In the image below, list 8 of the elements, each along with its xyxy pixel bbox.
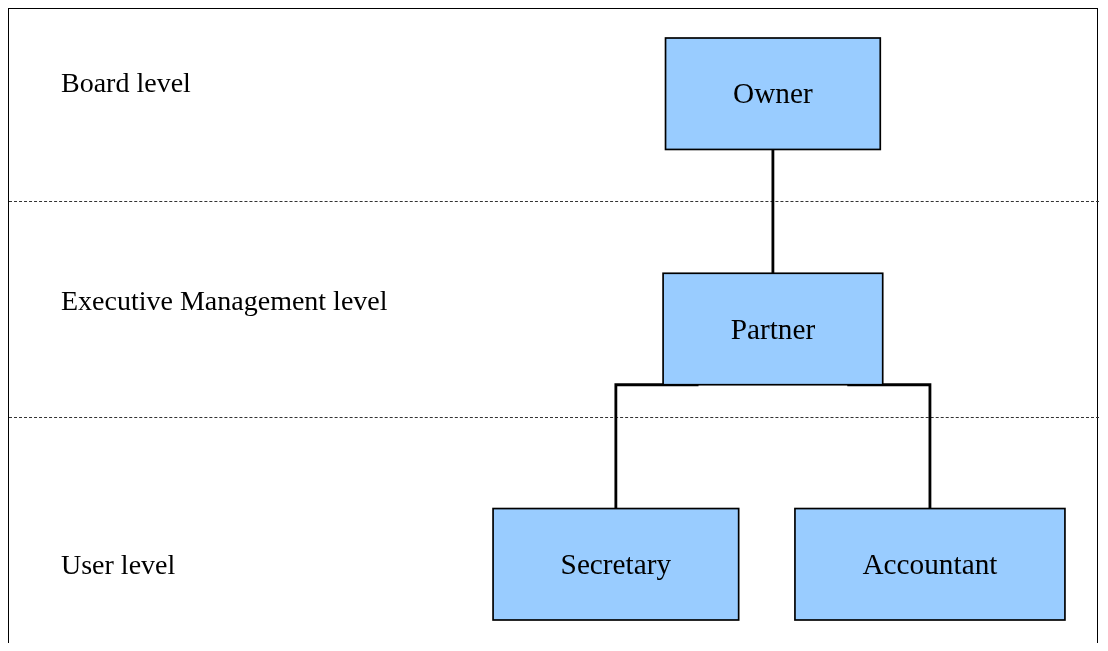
- node-box: Partner: [662, 272, 884, 386]
- connector: [771, 148, 775, 274]
- node-box: Accountant: [794, 507, 1066, 621]
- level-label: Executive Management level: [61, 285, 388, 317]
- level-label: Board level: [61, 67, 191, 99]
- level-label: User level: [61, 549, 176, 581]
- node-box: Owner: [664, 37, 882, 151]
- node-box: Secretary: [492, 507, 740, 621]
